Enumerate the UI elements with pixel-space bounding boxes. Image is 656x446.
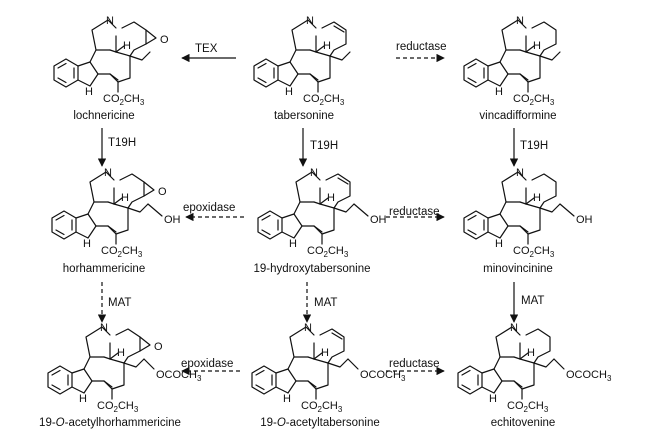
atom-h: H <box>323 40 331 52</box>
ester-acetyltabersonine: CO2CH3 <box>301 400 343 415</box>
atom-nh: H <box>285 86 293 98</box>
compound-name-minovincinine: minovincinine <box>483 263 553 275</box>
structure-tabersonine <box>253 19 351 93</box>
atom-nh: H <box>83 238 91 250</box>
compound-name-echitovenine: echitovenine <box>490 417 556 429</box>
structure-horhammericine <box>51 171 163 245</box>
atom-n: N <box>516 15 524 27</box>
structure-vincadifformine <box>463 19 561 93</box>
enzyme-label-epoxidase-middle: epoxidase <box>183 202 236 214</box>
atom-h: H <box>327 192 335 204</box>
atom-h: H <box>527 347 535 359</box>
structure-echitovenine <box>457 326 565 400</box>
atom-o: O <box>160 34 169 46</box>
atom-nh: H <box>489 393 497 405</box>
structure-lochnericine <box>53 19 157 93</box>
enzyme-label-mat-middle: MAT <box>314 297 338 309</box>
atom-o: O <box>154 341 163 353</box>
compound-name-vincadifformine: vincadifformine <box>479 110 557 122</box>
enzyme-label-epoxidase-bottom: epoxidase <box>181 358 234 370</box>
side-chain-echitovenine: OCOCH3 <box>566 369 612 384</box>
atom-o: O <box>158 186 167 198</box>
atom-n: N <box>516 167 524 179</box>
enzyme-label-tex: TEX <box>195 43 218 55</box>
atom-nh: H <box>289 238 297 250</box>
atom-nh: H <box>79 393 87 405</box>
compound-name-horhammericine: horhammericine <box>62 263 146 275</box>
atom-n: N <box>306 15 314 27</box>
enzyme-label-t19h-middle: T19H <box>310 140 339 152</box>
compound-name-19-hydroxytabersonine: 19-hydroxytabersonine <box>253 263 371 275</box>
enzyme-label-reductase-bottom: reductase <box>389 358 440 370</box>
enzyme-label-t19h-left: T19H <box>108 137 137 149</box>
atom-h: H <box>121 192 129 204</box>
side-chain-hydroxytabersonine: OH <box>370 214 387 226</box>
atom-h: H <box>533 192 541 204</box>
atom-n: N <box>104 167 112 179</box>
side-chain-acetylhorhammericine: OCOCH3 <box>156 369 202 384</box>
structure-19-O-acetyltabersonine <box>251 326 359 400</box>
atom-n: N <box>304 322 312 334</box>
enzyme-label-mat-right: MAT <box>521 295 545 307</box>
ester-horhammericine: CO2CH3 <box>101 245 143 260</box>
ester-hydroxytabersonine: CO2CH3 <box>307 245 349 260</box>
atom-n: N <box>106 15 114 27</box>
enzyme-label-mat-left: MAT <box>108 297 132 309</box>
structure-19-hydroxytabersonine <box>257 171 369 245</box>
atom-n: N <box>100 322 108 334</box>
atom-nh: H <box>283 393 291 405</box>
atom-nh: H <box>85 86 93 98</box>
enzyme-label-reductase-top: reductase <box>396 41 447 53</box>
side-chain-horhammericine: OH <box>164 214 181 226</box>
compound-name-19-O-acetyltabersonine: 19-O-acetyltabersonine <box>260 417 380 429</box>
atom-nh: H <box>495 238 503 250</box>
side-chain-minovincinine: OH <box>576 214 593 226</box>
side-chain-acetyltabersonine: OCOCH3 <box>360 369 406 384</box>
atom-h: H <box>533 40 541 52</box>
ester-echitovenine: CO2CH3 <box>507 400 549 415</box>
enzyme-label-reductase-middle: reductase <box>389 206 440 218</box>
atom-nh: H <box>495 86 503 98</box>
atom-h: H <box>321 347 329 359</box>
structure-19-O-acetylhorhammericine <box>47 326 155 400</box>
atom-h: H <box>117 347 125 359</box>
structure-minovincinine <box>463 171 575 245</box>
atom-n: N <box>310 167 318 179</box>
ester-lochnericine: CO2CH3 <box>103 93 145 108</box>
ester-vincadifformine: CO2CH3 <box>513 93 555 108</box>
ester-minovincinine: CO2CH3 <box>513 245 555 260</box>
atom-h: H <box>123 40 131 52</box>
atom-n: N <box>510 322 518 334</box>
ester-acetylhorhammericine: CO2CH3 <box>97 400 139 415</box>
compound-name-19-O-acetylhorhammericine: 19-O-acetylhorhammericine <box>39 417 181 429</box>
compound-name-lochnericine: lochnericine <box>73 110 135 122</box>
compound-name-tabersonine: tabersonine <box>273 110 335 122</box>
ester-tabersonine: CO2CH3 <box>303 93 345 108</box>
enzyme-label-t19h-right: T19H <box>520 140 549 152</box>
